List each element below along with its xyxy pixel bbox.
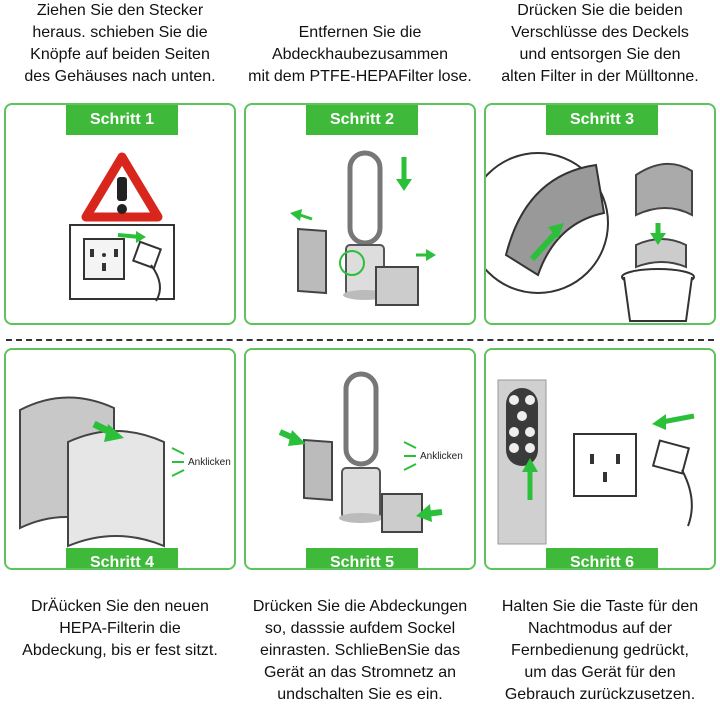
trash-bin-icon xyxy=(621,268,695,322)
step-3-illustration xyxy=(486,152,695,322)
caption-step-3: Drücken Sie die beiden Verschlüsse des D… xyxy=(501,2,699,85)
arrow-icon xyxy=(652,413,695,430)
caption-step-4: DrÄücken Sie den neuen HEPA-Filterin die… xyxy=(22,598,218,659)
filter-icon xyxy=(303,438,423,533)
step-1-panel: Schritt 1 xyxy=(4,103,236,325)
arrow-icon xyxy=(117,231,146,243)
arrow-icon xyxy=(522,458,538,500)
arrow-icon xyxy=(290,209,313,221)
step-3-panel: Schritt 3 xyxy=(484,103,716,325)
caption-step-1: Ziehen Sie den Stecker heraus. schieben … xyxy=(24,2,216,85)
step-4-illustration: Anklicken xyxy=(19,396,231,548)
arrow-icon xyxy=(650,223,666,245)
wall-socket-icon xyxy=(83,238,125,280)
remote-control-icon xyxy=(497,379,547,545)
step-6-illustration xyxy=(497,379,695,545)
step-5-badge: Schritt 5 xyxy=(306,548,418,568)
arrow-icon xyxy=(529,223,564,262)
step-2-badge: Schritt 2 xyxy=(306,105,418,135)
section-divider xyxy=(6,339,714,341)
click-label: Anklicken xyxy=(420,451,463,462)
step-4-badge: Schritt 4 xyxy=(66,548,178,568)
step-4-panel: Schritt 4 Anklicken xyxy=(4,348,236,570)
step-1-illustration xyxy=(69,152,175,302)
filter-icon xyxy=(635,163,693,269)
wall-socket-icon xyxy=(573,433,637,497)
arrow-icon xyxy=(396,157,412,191)
filter-icon xyxy=(19,396,165,548)
plug-icon xyxy=(651,439,693,527)
plug-icon xyxy=(131,240,163,302)
step-3-badge: Schritt 3 xyxy=(546,105,658,135)
warning-icon xyxy=(81,152,163,222)
caption-step-6: Halten Sie die Taste für den Nachtmodus … xyxy=(501,598,699,703)
step-5-panel: Schritt 5 Anklicken xyxy=(244,348,476,570)
step-1-badge: Schritt 1 xyxy=(66,105,178,135)
step-5-illustration: Anklicken xyxy=(278,371,463,533)
caption-step-5: Drücken Sie die Abdeckungen so, dasssie … xyxy=(252,598,468,703)
arrow-icon xyxy=(92,420,124,442)
tower-fan-icon xyxy=(343,150,387,300)
arrow-icon xyxy=(416,249,436,261)
click-label: Anklicken xyxy=(188,457,231,468)
step-2-illustration xyxy=(290,150,436,306)
caption-step-2: Entfernen Sie die Abdeckhaubezusammen mi… xyxy=(248,24,472,85)
step-2-panel: Schritt 2 xyxy=(244,103,476,325)
step-6-badge: Schritt 6 xyxy=(546,548,658,568)
filter-icon xyxy=(297,227,419,306)
tower-fan-icon xyxy=(339,371,383,523)
arrow-icon xyxy=(416,504,443,522)
arrow-icon xyxy=(278,429,306,446)
step-6-panel: Schritt 6 xyxy=(484,348,716,570)
